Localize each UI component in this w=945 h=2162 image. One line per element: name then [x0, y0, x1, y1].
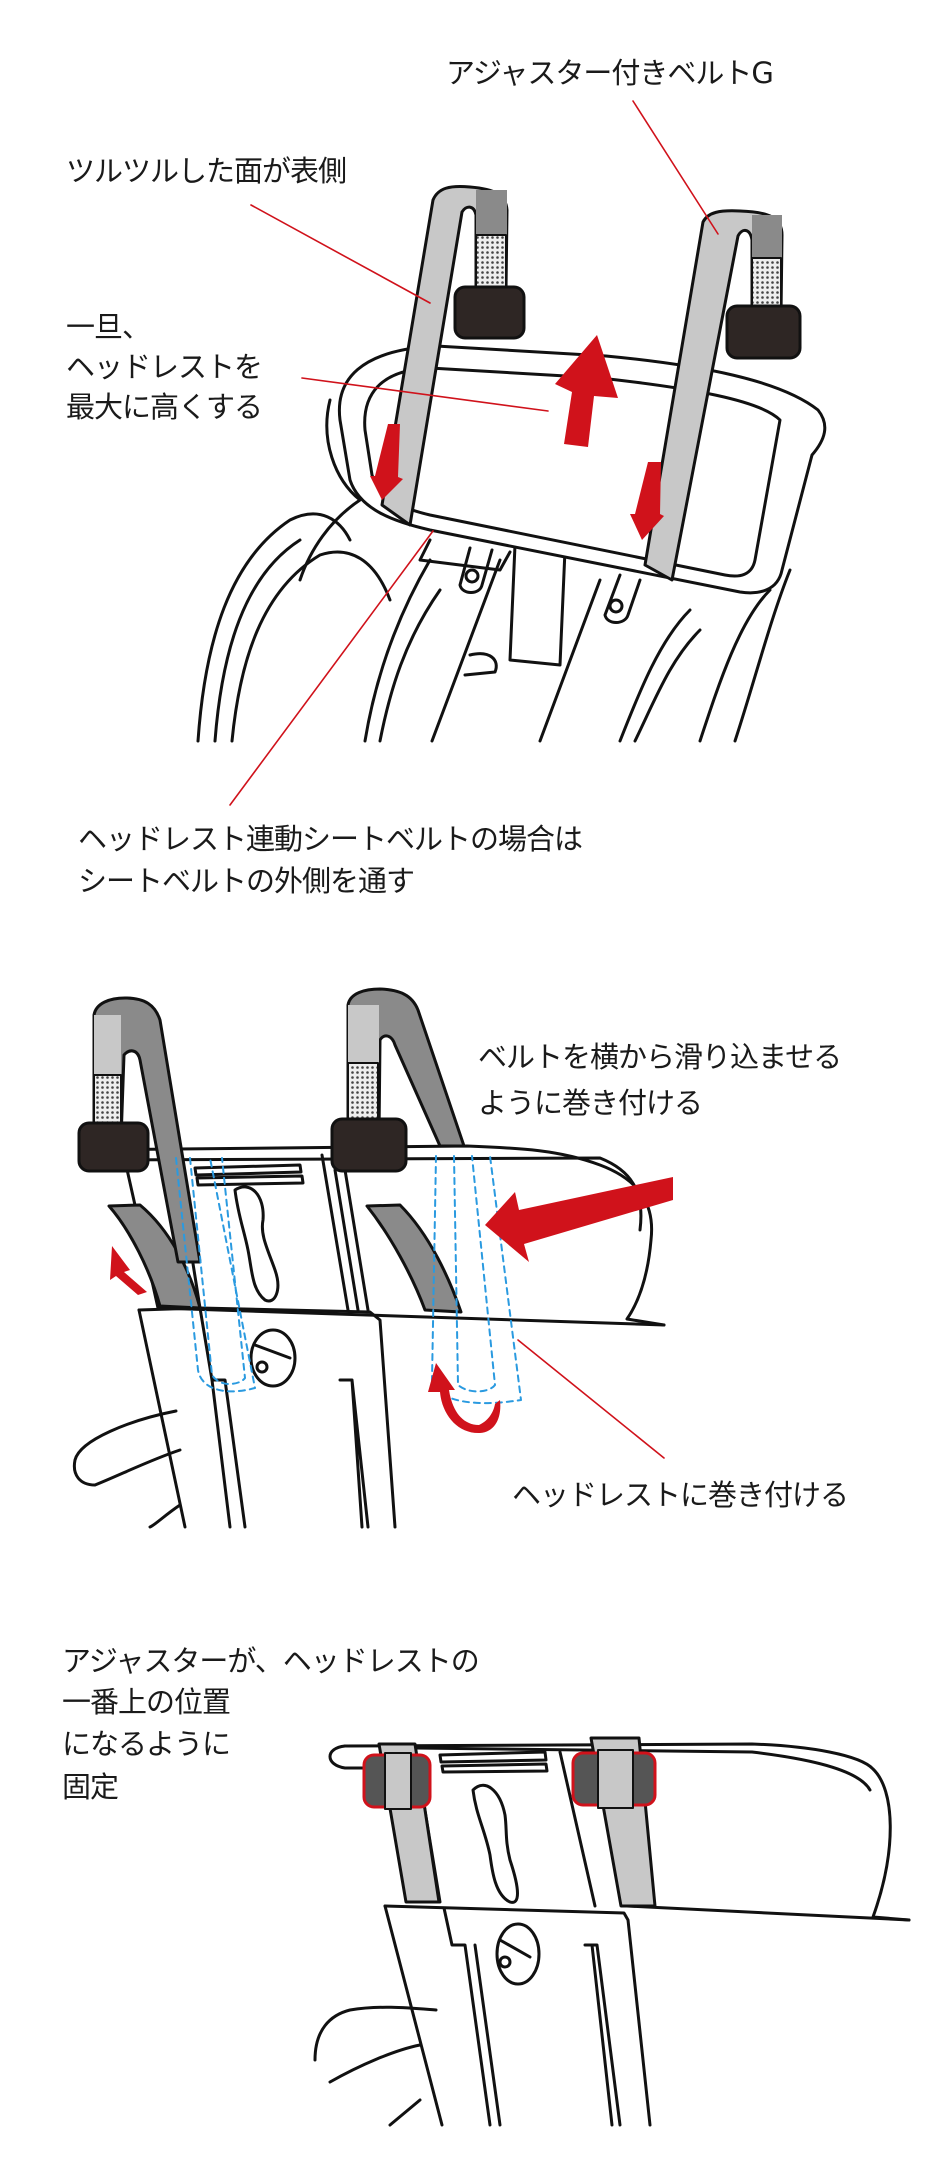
down-arrow-icon	[370, 424, 403, 500]
buckle-icon	[330, 1117, 408, 1173]
raise-headrest-line-3: 最大に高くする	[66, 390, 263, 424]
raise-headrest-line-1: 一旦、	[66, 310, 151, 344]
slide-in-arrow-icon	[485, 1177, 673, 1262]
left-strap	[380, 184, 526, 527]
slide-in-line-2: ように巻き付ける	[478, 1086, 703, 1120]
buckle-icon	[77, 1121, 150, 1173]
slide-in-line-1: ベルトを横から滑り込ませる	[478, 1040, 842, 1074]
fix-line-2: 一番上の位置	[62, 1685, 231, 1719]
raise-headrest-line-2: ヘッドレストを	[66, 350, 263, 384]
adjuster-belt-label: アジャスター付きベルトG	[446, 56, 774, 90]
right-strap	[643, 209, 802, 582]
fix-line-4: 固定	[62, 1770, 119, 1804]
linked-belt-line-2: シートベルトの外側を通す	[78, 864, 415, 898]
leader-lines	[229, 100, 719, 806]
smooth-side-label: ツルツルした面が表側	[66, 154, 347, 188]
leader-line	[517, 1339, 665, 1459]
fix-line-3: になるように	[62, 1727, 231, 1761]
up-arrow-icon	[555, 335, 618, 447]
buckle-icon	[453, 285, 526, 340]
step2-illustration	[72, 987, 673, 1529]
linked-belt-line-1: ヘッドレスト連動シートベルトの場合は	[78, 822, 583, 856]
knob-icon	[495, 1922, 541, 1986]
buckle-icon	[725, 304, 802, 360]
headrest-slot	[233, 1185, 280, 1303]
up-arrow-icon	[110, 1246, 147, 1295]
step3-illustration	[313, 1736, 911, 2127]
headrest-slot	[471, 1783, 519, 1904]
wrap-arrow-icon	[428, 1363, 501, 1434]
step1-illustration	[196, 100, 827, 806]
wrap-headrest-label: ヘッドレストに巻き付ける	[512, 1478, 849, 1512]
down-arrow-icon	[630, 462, 664, 540]
fix-line-1: アジャスターが、ヘッドレストの	[62, 1644, 480, 1678]
seat-body	[196, 398, 792, 743]
